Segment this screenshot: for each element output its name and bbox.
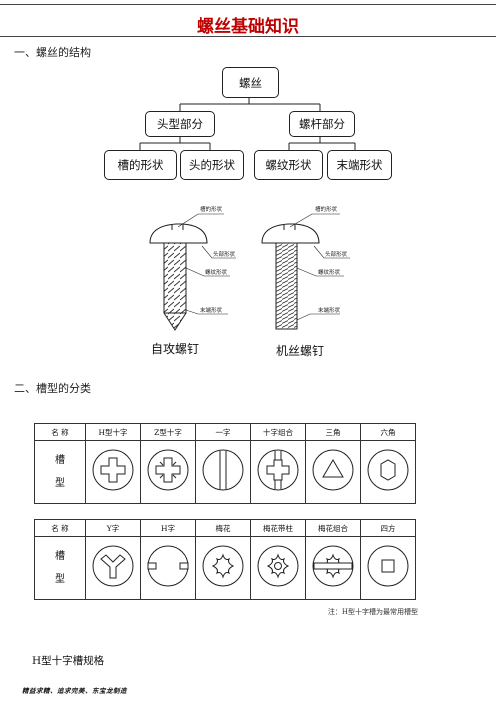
label-head-shape: 头部形状 [213,250,236,258]
tree-leaf-slot: 槽的形状 [117,158,164,172]
torx-pin-slot-icon [257,545,299,587]
cross-combo-slot-icon [257,449,299,491]
label-tip-shape: 末端形状 [200,306,223,314]
label-slot-shape: 槽的形状 [315,205,338,213]
header-triangle: 三角 [305,423,361,441]
tree-leaf-thread: 螺纹形状 [265,158,312,172]
tree-root-label: 螺丝 [239,75,262,90]
label-thread-shape: 螺纹形状 [318,268,341,276]
tree-leaf-box: 头的形状 [180,150,244,180]
triangle-slot-icon [312,449,354,491]
header-torx: 梅花 [195,519,251,537]
page-title: 螺丝基础知识 [197,17,299,37]
h-cross-slot-icon [92,449,134,491]
tree-root-box: 螺丝 [222,67,279,98]
slot-table-1: 名 称 H型十字 Z型十字 一字 十字组合 三角 六角 槽型 [34,423,416,504]
tree-leaf-tip: 末端形状 [336,158,383,172]
table-header-row: 名 称 Y字 H字 梅花 梅花带柱 梅花组合 四方 [34,519,416,537]
header-y-slot: Y字 [85,519,141,537]
square-slot-icon [367,545,409,587]
footer-slogan: 精益求精、追求完美、东宝龙制造 [22,687,127,695]
h-slot-icon [147,545,189,587]
tree-head-label: 头型部分 [157,117,203,131]
table-icon-row: 槽型 [34,440,416,504]
label-thread-shape: 螺纹形状 [205,268,228,276]
header-h-slot: H字 [140,519,196,537]
header-h-cross: H型十字 [85,423,141,441]
title-rule [0,36,496,37]
tree-leaf-head: 头的形状 [189,158,235,172]
machine-screw-drawing [261,223,320,330]
row-label: 槽型 [34,536,86,600]
label-tip-shape: 末端形状 [318,306,341,314]
label-slot-shape: 槽的形状 [200,205,223,213]
tree-leaf-box: 末端形状 [327,150,392,180]
table-corner-label: 名 称 [34,519,86,537]
caption-machine-screw: 机丝螺钉 [276,344,325,358]
single-slot-icon [202,449,244,491]
spec-heading: H型十字槽规格 [32,655,105,667]
top-rule [0,4,496,5]
header-torx-pin: 梅花带柱 [250,519,306,537]
tree-shank-box: 螺杆部分 [289,111,355,137]
table-header-row: 名 称 H型十字 Z型十字 一字 十字组合 三角 六角 [34,423,416,441]
tree-leaf-box: 螺纹形状 [254,150,323,180]
table-icon-row: 槽型 [34,536,416,600]
header-z-cross: Z型十字 [140,423,196,441]
machine-screw-leaders [289,213,350,321]
tree-head-box: 头型部分 [145,111,215,137]
hexagon-slot-icon [367,449,409,491]
slot-table-2: 名 称 Y字 H字 梅花 梅花带柱 梅花组合 四方 槽型 [34,519,416,600]
section-heading-structure: 一、螺丝的结构 [14,46,91,59]
tree-shank-label: 螺杆部分 [299,117,345,131]
header-single-slot: 一字 [195,423,251,441]
section-heading-slot-types: 二、槽型的分类 [14,382,91,395]
header-square: 四方 [360,519,416,537]
tree-leaf-box: 槽的形状 [104,150,177,180]
table-corner-label: 名 称 [34,423,86,441]
table-note: 注：H型十字槽为最常用槽型 [327,608,418,616]
row-label: 槽型 [34,440,86,504]
torx-slot-icon [202,545,244,587]
header-cross-combo: 十字组合 [250,423,306,441]
z-cross-slot-icon [147,449,189,491]
torx-combo-slot-icon [312,545,354,587]
y-slot-icon [92,545,134,587]
self-tapping-leaders [177,213,236,315]
header-torx-combo: 梅花组合 [305,519,361,537]
caption-self-tapping-screw: 自攻螺钉 [151,342,200,356]
header-hexagon: 六角 [360,423,416,441]
label-head-shape: 头部形状 [325,250,348,258]
